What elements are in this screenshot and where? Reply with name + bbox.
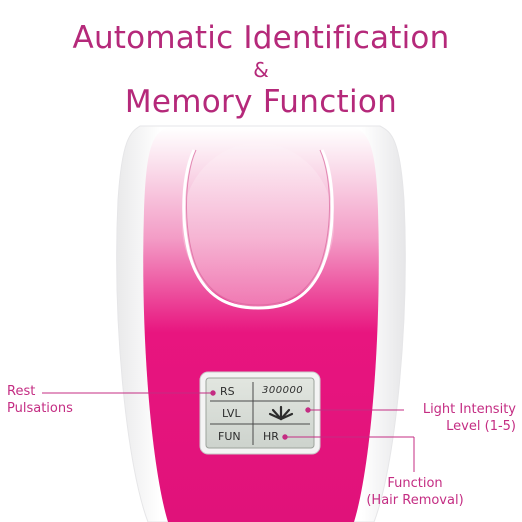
callout-leaders — [42, 390, 415, 472]
title-line-1: Automatic Identification — [72, 20, 450, 56]
lcd-screen — [205, 377, 315, 449]
callout-rest-pulsations: Rest Pulsations — [7, 383, 73, 417]
lcd-rest-label: RS — [220, 385, 235, 398]
lcd-pulse-count: 300000 — [262, 385, 304, 396]
light-window — [182, 143, 334, 307]
callout-function-line-1: Function — [387, 476, 443, 491]
callout-rest-line-1: Rest — [7, 384, 36, 399]
callout-light-intensity: Light Intensity Level (1-5) — [423, 401, 516, 435]
fan-intensity-icon — [268, 405, 294, 421]
title-line-2: Memory Function — [124, 84, 398, 120]
callout-light-line-1: Light Intensity — [422, 402, 516, 417]
lcd-function-value: HR — [263, 430, 279, 443]
callout-rest-line-2: Pulsations — [7, 401, 73, 416]
light-window-outline-inner — [186, 149, 330, 306]
lcd-function-label: FUN — [218, 430, 241, 443]
callout-light-line-2: Level (1-5) — [446, 419, 516, 434]
title-ampersand: & — [253, 58, 269, 82]
light-window-outline — [182, 149, 334, 310]
callout-function-line-2: (Hair Removal) — [366, 493, 464, 508]
callout-function: Function (Hair Removal) — [356, 475, 474, 509]
lcd-level-label: LVL — [222, 407, 241, 420]
